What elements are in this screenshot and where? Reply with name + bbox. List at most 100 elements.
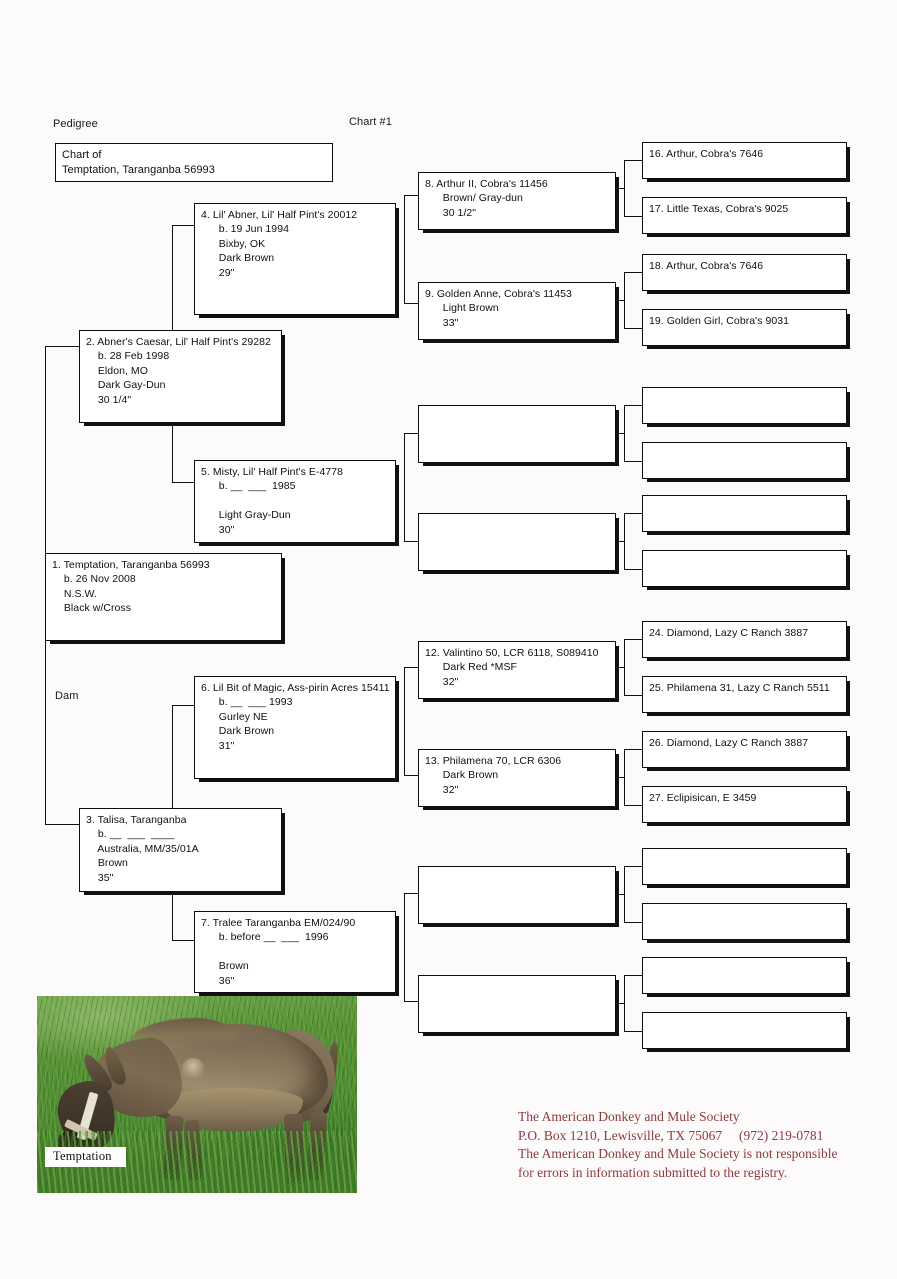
pedigree-box-2-text: 2. Abner's Caesar, Lil' Half Pint's 2928…	[86, 336, 271, 406]
pedigree-box-13-text: 13. Philamena 70, LCR 6306 Dark Brown 32…	[425, 755, 562, 796]
connector-box6-vertical	[404, 667, 405, 775]
connector-to-box22	[624, 513, 642, 514]
connector-box14-stem	[612, 894, 624, 895]
pedigree-box-1[interactable]: 1. Temptation, Taranganba 56993 b. 26 No…	[45, 553, 282, 641]
connector-box10-vertical	[624, 405, 625, 461]
connector-to-box13	[404, 775, 422, 776]
connector-to-box15	[404, 1001, 422, 1002]
connector-box7-vertical	[404, 893, 405, 1001]
connector-to-box30	[624, 975, 642, 976]
dam-label: Dam	[55, 690, 79, 702]
connector-to-box8	[404, 195, 422, 196]
connector-box13-vertical	[624, 749, 625, 805]
pedigree-box-9[interactable]: 9. Golden Anne, Cobra's 11453 Light Brow…	[418, 282, 616, 340]
pedigree-box-14[interactable]	[418, 866, 616, 924]
pedigree-box-15[interactable]	[418, 975, 616, 1033]
chart-title-box: Chart of Temptation, Taranganba 56993	[55, 143, 333, 182]
connector-to-box14	[404, 893, 422, 894]
registry-footer-text: The American Donkey and Mule Society P.O…	[518, 1109, 838, 1180]
pedigree-box-16-text: 16. Arthur, Cobra's 7646	[649, 148, 764, 160]
pedigree-box-25-text: 25. Philamena 31, Lazy C Ranch 5511	[649, 682, 830, 694]
pedigree-box-18[interactable]: 18. Arthur, Cobra's 7646	[642, 254, 847, 291]
pedigree-box-3[interactable]: 3. Talisa, Taranganba b. __ ___ ____ Aus…	[79, 808, 282, 892]
connector-to-box12	[404, 667, 422, 668]
pedigree-box-5[interactable]: 5. Misty, Lil' Half Pint's E-4778 b. __ …	[194, 460, 396, 543]
connector-to-box28	[624, 866, 642, 867]
connector-to-box19	[624, 328, 642, 329]
pedigree-box-16[interactable]: 16. Arthur, Cobra's 7646	[642, 142, 847, 179]
pedigree-box-26[interactable]: 26. Diamond, Lazy C Ranch 3887	[642, 731, 847, 768]
connector-box12-stem	[612, 667, 624, 668]
connector-to-box3	[45, 824, 79, 825]
pedigree-box-22[interactable]	[642, 495, 847, 532]
connector-to-box24	[624, 639, 642, 640]
pedigree-box-20[interactable]	[642, 387, 847, 424]
connector-to-box27	[624, 805, 642, 806]
connector-to-box6	[172, 705, 194, 706]
connector-box8-vertical	[624, 160, 625, 216]
pedigree-box-13[interactable]: 13. Philamena 70, LCR 6306 Dark Brown 32…	[418, 749, 616, 807]
connector-to-box23	[624, 569, 642, 570]
connector-to-box4	[172, 225, 194, 226]
pedigree-box-4[interactable]: 4. Lil' Abner, Lil' Half Pint's 20012 b.…	[194, 203, 396, 315]
pedigree-box-30[interactable]	[642, 957, 847, 994]
pedigree-box-10[interactable]	[418, 405, 616, 463]
pedigree-box-26-text: 26. Diamond, Lazy C Ranch 3887	[649, 737, 809, 749]
connector-box15-vertical	[624, 975, 625, 1031]
pedigree-box-24[interactable]: 24. Diamond, Lazy C Ranch 3887	[642, 621, 847, 658]
pedigree-box-7[interactable]: 7. Tralee Taranganba EM/024/90 b. before…	[194, 911, 396, 993]
pedigree-box-29[interactable]	[642, 903, 847, 940]
connector-to-box21	[624, 461, 642, 462]
connector-to-box11	[404, 541, 422, 542]
connector-box10-stem	[612, 433, 624, 434]
connector-box9-vertical	[624, 272, 625, 328]
connector-box5-vertical	[404, 433, 405, 541]
chart-number-label: Chart #1	[349, 116, 392, 128]
connector-box11-vertical	[624, 513, 625, 569]
pedigree-box-27-text: 27. Eclipisican, E 3459	[649, 792, 757, 804]
connector-to-box9	[404, 303, 422, 304]
connector-box15-stem	[612, 1003, 624, 1004]
connector-box12-vertical	[624, 639, 625, 695]
pedigree-box-11[interactable]	[418, 513, 616, 571]
pedigree-box-28[interactable]	[642, 848, 847, 885]
pedigree-box-6[interactable]: 6. Lil Bit of Magic, Ass-pirin Acres 154…	[194, 676, 396, 779]
photo-caption: Temptation	[45, 1147, 126, 1167]
pedigree-box-25[interactable]: 25. Philamena 31, Lazy C Ranch 5511	[642, 676, 847, 713]
connector-box14-vertical	[624, 866, 625, 922]
pedigree-box-2[interactable]: 2. Abner's Caesar, Lil' Half Pint's 2928…	[79, 330, 282, 423]
pedigree-box-12-text: 12. Valintino 50, LCR 6118, S089410 Dark…	[425, 647, 599, 688]
pedigree-box-17-text: 17. Little Texas, Cobra's 9025	[649, 203, 789, 215]
connector-to-box2	[45, 346, 79, 347]
pedigree-box-8-text: 8. Arthur II, Cobra's 11456 Brown/ Gray-…	[425, 178, 548, 219]
pedigree-box-19[interactable]: 19. Golden Girl, Cobra's 9031	[642, 309, 847, 346]
pedigree-box-9-text: 9. Golden Anne, Cobra's 11453 Light Brow…	[425, 288, 572, 329]
pedigree-box-5-text: 5. Misty, Lil' Half Pint's E-4778 b. __ …	[201, 466, 344, 536]
pedigree-label: Pedigree	[53, 118, 98, 130]
pedigree-box-17[interactable]: 17. Little Texas, Cobra's 9025	[642, 197, 847, 234]
connector-to-box18	[624, 272, 642, 273]
connector-to-box16	[624, 160, 642, 161]
connector-box11-stem	[612, 541, 624, 542]
connector-to-box20	[624, 405, 642, 406]
connector-box4-vertical	[404, 195, 405, 303]
connector-box8-stem	[612, 188, 624, 189]
connector-to-box5	[172, 482, 194, 483]
pedigree-box-31[interactable]	[642, 1012, 847, 1049]
pedigree-box-21[interactable]	[642, 442, 847, 479]
pedigree-box-24-text: 24. Diamond, Lazy C Ranch 3887	[649, 627, 809, 639]
connector-to-box29	[624, 922, 642, 923]
connector-box9-stem	[612, 300, 624, 301]
pedigree-box-19-text: 19. Golden Girl, Cobra's 9031	[649, 315, 790, 327]
connector-to-box26	[624, 749, 642, 750]
pedigree-box-27[interactable]: 27. Eclipisican, E 3459	[642, 786, 847, 823]
pedigree-box-12[interactable]: 12. Valintino 50, LCR 6118, S089410 Dark…	[418, 641, 616, 699]
connector-box13-stem	[612, 777, 624, 778]
connector-to-box31	[624, 1031, 642, 1032]
connector-to-box7	[172, 940, 194, 941]
pedigree-box-1-text: 1. Temptation, Taranganba 56993 b. 26 No…	[52, 559, 210, 615]
pedigree-box-23[interactable]	[642, 550, 847, 587]
pedigree-box-7-text: 7. Tralee Taranganba EM/024/90 b. before…	[201, 917, 356, 987]
pedigree-box-8[interactable]: 8. Arthur II, Cobra's 11456 Brown/ Gray-…	[418, 172, 616, 230]
